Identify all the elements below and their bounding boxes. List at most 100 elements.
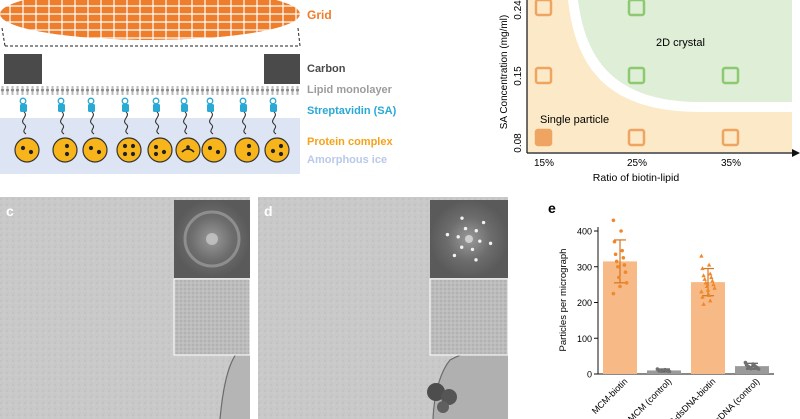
marker-25-024 <box>627 0 646 17</box>
marker-25-008 <box>627 128 646 147</box>
protein-feature <box>122 143 128 149</box>
protein-feature <box>161 149 167 155</box>
tether-linker <box>22 111 27 135</box>
data-point-2-7 <box>710 278 715 283</box>
marker-15-008 <box>534 128 553 147</box>
micrograph-c: c <box>0 197 251 419</box>
phase-xtick-1: 25% <box>627 158 647 169</box>
biotin-icon <box>87 97 95 105</box>
streptavidin-icon <box>270 104 277 112</box>
fft-d-spot <box>470 247 475 252</box>
data-point-2-10 <box>704 284 710 289</box>
data-point-2-11 <box>712 285 717 290</box>
fft-d-spot <box>481 220 486 225</box>
data-point-2-9 <box>711 282 716 287</box>
bar-2 <box>691 282 725 374</box>
protein-feature <box>246 143 252 149</box>
tether-linker <box>155 111 160 135</box>
zoom-line-left <box>1 27 6 47</box>
zoom-inset-d <box>429 278 509 356</box>
protein-complex-icon <box>116 137 142 163</box>
phase-x-arrow <box>792 149 800 157</box>
biotin-icon <box>57 97 65 105</box>
data-point-0-7 <box>622 263 627 267</box>
panel-d-label: d <box>264 203 273 219</box>
streptavidin-icon <box>181 104 188 112</box>
protein-complex-icon <box>234 137 260 163</box>
data-point-2-0 <box>699 253 704 258</box>
data-point-2-15 <box>700 294 705 299</box>
carbon-block-right <box>264 54 300 84</box>
protein-feature <box>215 149 221 155</box>
data-point-0-10 <box>617 275 621 280</box>
phase-ylabel: SA Concentration (mg/ml) <box>499 15 510 130</box>
phase-xtick-2: 35% <box>721 158 741 169</box>
category-label-0: MCM-biotin <box>590 376 630 416</box>
streptavidin-icon <box>240 104 247 112</box>
carbon-block-left <box>4 54 42 84</box>
fft-c-center <box>206 233 218 245</box>
tether-linker <box>60 111 65 135</box>
data-point-0-12 <box>618 284 622 289</box>
data-point-0-3 <box>620 248 624 253</box>
schematic: Grid Carbon Lipid monolayer Streptavidin… <box>0 0 397 174</box>
protein-feature <box>122 151 128 157</box>
tether-linker <box>124 111 129 135</box>
tether-linker <box>272 111 277 135</box>
single-particle-label: Single particle <box>540 114 609 126</box>
data-point-2-16 <box>708 298 713 303</box>
particle-blob-2 <box>441 389 457 405</box>
data-point-2-12 <box>705 287 711 292</box>
chart-ylabel: Particles per micrograph <box>558 249 569 352</box>
tether-linker <box>90 111 95 135</box>
protein-complex-icon <box>201 137 227 163</box>
chart-ytick-label: 300 <box>577 262 592 272</box>
data-point-2-5 <box>709 275 714 280</box>
data-point-2-3 <box>708 271 713 276</box>
tether-linker <box>242 111 247 135</box>
protein-feature <box>246 151 252 157</box>
fft-d-spot <box>478 239 482 243</box>
protein-complex-icon <box>175 137 201 163</box>
data-point-0-4 <box>613 252 618 257</box>
streptavidin-icon <box>122 104 129 112</box>
protein-feature <box>181 148 195 153</box>
phase-xlabel: Ratio of biotin-lipid <box>593 172 680 184</box>
data-point-0-2 <box>612 239 617 244</box>
fft-d-spot <box>460 245 464 249</box>
bar-chart-e: e Particles per micrograph 0100200300400… <box>548 200 774 419</box>
protein-feature <box>153 144 159 150</box>
bar-3 <box>735 366 769 374</box>
fft-d-spot <box>460 216 464 220</box>
data-point-2-6 <box>702 276 707 281</box>
protein-feature <box>207 145 213 151</box>
marker-25-015 <box>627 66 646 85</box>
phase-ytick-1: 0.15 <box>513 66 524 86</box>
data-point-0-0 <box>611 218 616 223</box>
data-point-1-9 <box>667 369 672 374</box>
fft-d-spot <box>456 235 460 239</box>
lipid-label: Lipid monolayer <box>307 84 393 96</box>
protein-feature <box>130 151 136 157</box>
biotin-icon <box>121 97 129 105</box>
data-point-2-1 <box>706 262 712 267</box>
data-point-0-6 <box>614 259 619 264</box>
protein-feature <box>88 145 94 151</box>
carbon-label: Carbon <box>307 63 346 75</box>
protein-complex-icon <box>14 137 40 163</box>
grid-label: Grid <box>307 8 332 22</box>
data-point-0-8 <box>616 264 620 269</box>
protein-tethers <box>14 97 290 163</box>
streptavidin-icon <box>88 104 95 112</box>
data-point-3-11 <box>756 367 761 371</box>
fft-d-spot <box>474 229 478 233</box>
chart-ytick-label: 0 <box>587 370 592 380</box>
protein-complex-label: Protein complex <box>307 136 393 148</box>
biotin-icon <box>180 97 188 105</box>
phase-diagram: 2D crystal Single particle 0.08 0.15 0.2… <box>499 0 800 184</box>
biotin-icon <box>269 97 277 105</box>
chart-ytick-label: 100 <box>577 334 592 344</box>
data-point-2-4 <box>701 273 706 278</box>
data-point-0-5 <box>621 256 626 260</box>
